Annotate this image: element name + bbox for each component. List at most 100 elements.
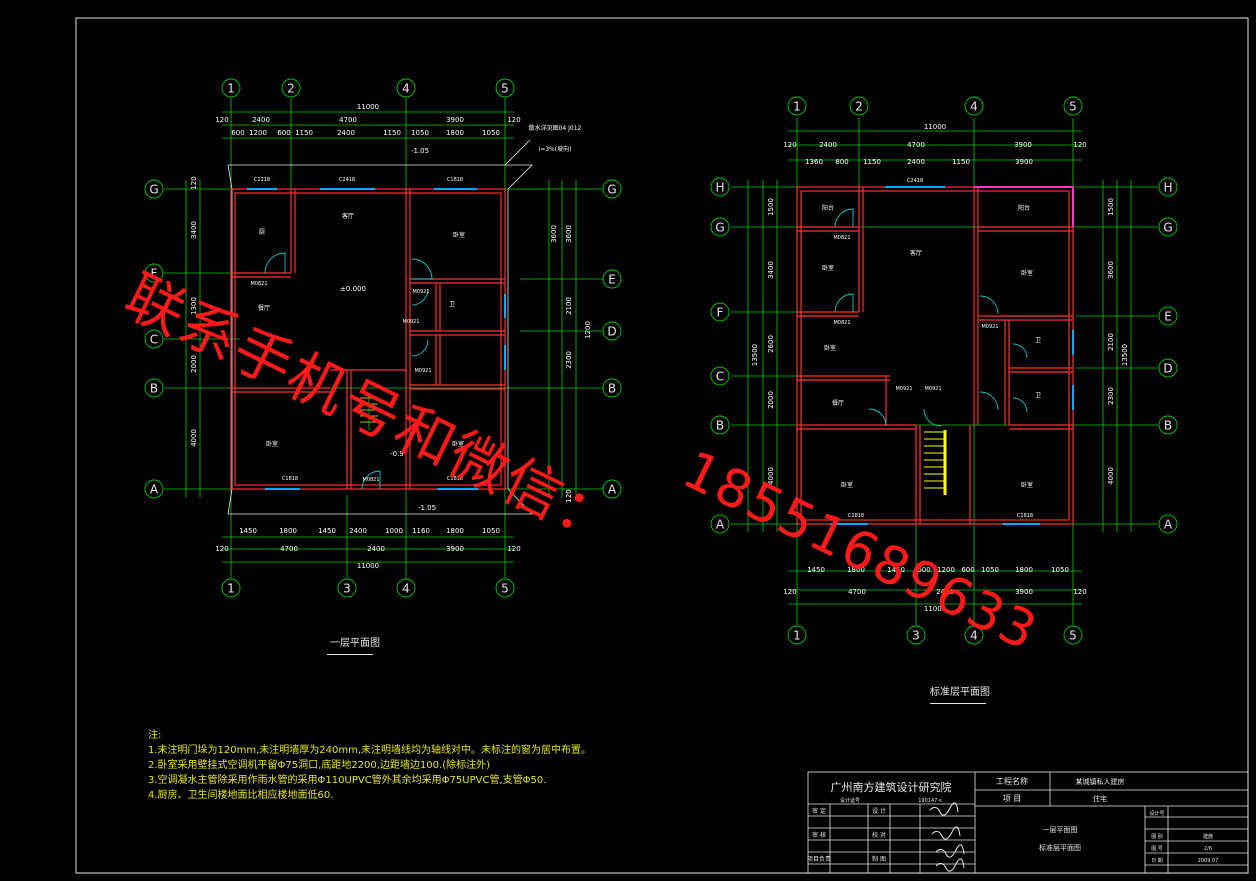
axis-bubble-label: 1 [227, 82, 235, 96]
room-label: 卫 [449, 301, 455, 308]
door-label: M0821 [833, 235, 850, 241]
dimension-value: 4000 [190, 429, 198, 447]
axis-bubble-label: 4 [402, 82, 410, 96]
axis-bubble [787, 625, 807, 645]
axis-bubble [710, 415, 730, 435]
dimension-value: 1500 [1107, 198, 1115, 216]
axis-bubble-label: G [715, 221, 724, 235]
axis-bubble-label: A [150, 483, 159, 497]
dimension-value: 1050 [482, 527, 500, 535]
dimension-value: 120 [783, 141, 796, 149]
axis-bubble-label: 1 [227, 582, 235, 596]
room-label: 卧室 [266, 440, 278, 448]
elevation-mark: -1.05 [418, 504, 436, 512]
signoff-role: 设 计 [872, 807, 886, 815]
apron-note: 散水详见图04 J012 [529, 124, 582, 132]
dimension-value: 1150 [952, 158, 970, 166]
dimension-value: 1800 [446, 129, 464, 137]
dimension-value: 600 [231, 129, 244, 137]
dimension-value: 4000 [1107, 467, 1115, 485]
axis-bubble [1158, 217, 1178, 237]
dimension-value: 3900 [446, 545, 464, 553]
dimension-value: 2100 [1107, 333, 1115, 351]
dimension-value: 3900 [1015, 588, 1033, 596]
dimension-value: 1050 [981, 566, 999, 574]
dimension-value: 120 [507, 116, 520, 124]
dimension-value: 120 [215, 545, 228, 553]
axis-bubble [144, 479, 164, 499]
axis-bubble-label: E [608, 273, 616, 287]
signoff-role: 审 定 [812, 807, 826, 815]
standard-floor-plan [731, 118, 1158, 625]
dimension-value: 2400 [936, 588, 954, 596]
dimension-value: 3900 [1015, 158, 1033, 166]
window-label: C1818 [447, 476, 463, 482]
axis-bubble [281, 78, 301, 98]
axis-bubble [602, 179, 622, 199]
axis-bubble [602, 321, 622, 341]
signoff-role: 项目负责 [807, 855, 831, 863]
axis-bubble [710, 217, 730, 237]
cert-label: 设计证号 [840, 797, 860, 804]
signoff-role: 校 对 [872, 831, 886, 839]
dimension-value: 13500 [751, 344, 759, 366]
axis-bubble-label: G [1163, 221, 1172, 235]
axis-bubble-label: B [716, 419, 724, 433]
sheet-info-value: 建施 [1203, 833, 1213, 840]
dimension-value: 13500 [1121, 344, 1129, 366]
door-label: M0921 [402, 319, 419, 325]
axis-bubble [1158, 514, 1178, 534]
axis-bubble [964, 625, 984, 645]
note-item-4: 4.厨房、卫生间楼地面比相应楼地面低60. [148, 790, 334, 801]
dimension-value: 1360 [805, 158, 823, 166]
dimension-value: 2300 [565, 351, 573, 369]
room-label: 卧室 [453, 231, 465, 239]
axis-bubble [221, 78, 241, 98]
dimension-value: 1800 [1015, 566, 1033, 574]
axis-bubble-label: 1 [793, 629, 801, 643]
axis-bubble [1158, 177, 1178, 197]
door-label: M0921 [414, 368, 431, 374]
project-value: 某城镇私人建房 [1076, 777, 1125, 786]
dimension-value: 1500 [767, 198, 775, 216]
dimension-value: 600 [917, 566, 930, 574]
dimension-value: 2100 [565, 297, 573, 315]
axis-bubble [602, 378, 622, 398]
plan1-title: 一层平面图 [330, 638, 380, 649]
room-label: 卧室 [822, 264, 834, 272]
axis-bubble [337, 578, 357, 598]
axis-bubble [710, 514, 730, 534]
axis-bubble-label: A [1164, 518, 1173, 532]
dimension-value: 120 [215, 116, 228, 124]
dimension-value: 4000 [767, 467, 775, 485]
axis-bubble-label: A [716, 518, 725, 532]
room-label: 卧室 [1021, 269, 1033, 277]
room-label: 厨 [259, 229, 265, 236]
axis-bubble [710, 177, 730, 197]
dimension-value: 120 [507, 545, 520, 553]
dimension-value: 2600 [767, 335, 775, 353]
dimension-value: 1150 [295, 129, 313, 137]
dimension-value: 600 [277, 129, 290, 137]
dimension-value: 4700 [907, 141, 925, 149]
signoff-role: 审 核 [812, 831, 826, 839]
axis-bubble-label: 2 [855, 100, 863, 114]
axis-bubble-label: 4 [402, 582, 410, 596]
axis-bubble-label: B [150, 382, 158, 396]
axis-bubble-label: 3 [343, 582, 351, 596]
axis-bubble [221, 578, 241, 598]
axis-bubble-label: 4 [970, 100, 978, 114]
axis-bubble [1063, 96, 1083, 116]
dimension-value: 1450 [239, 527, 257, 535]
dimension-value: 1200 [249, 129, 267, 137]
dimension-value: 1150 [863, 158, 881, 166]
room-label: 阳台 [822, 204, 834, 212]
dimension-value: 2400 [907, 158, 925, 166]
dimension-value: 3900 [446, 116, 464, 124]
axis-bubble [710, 302, 730, 322]
dimension-total: 11000 [357, 103, 379, 111]
sheet-border [75, 17, 1249, 874]
axis-bubble [964, 96, 984, 116]
dimension-value: 2400 [349, 527, 367, 535]
window-label: C2418 [907, 178, 923, 184]
